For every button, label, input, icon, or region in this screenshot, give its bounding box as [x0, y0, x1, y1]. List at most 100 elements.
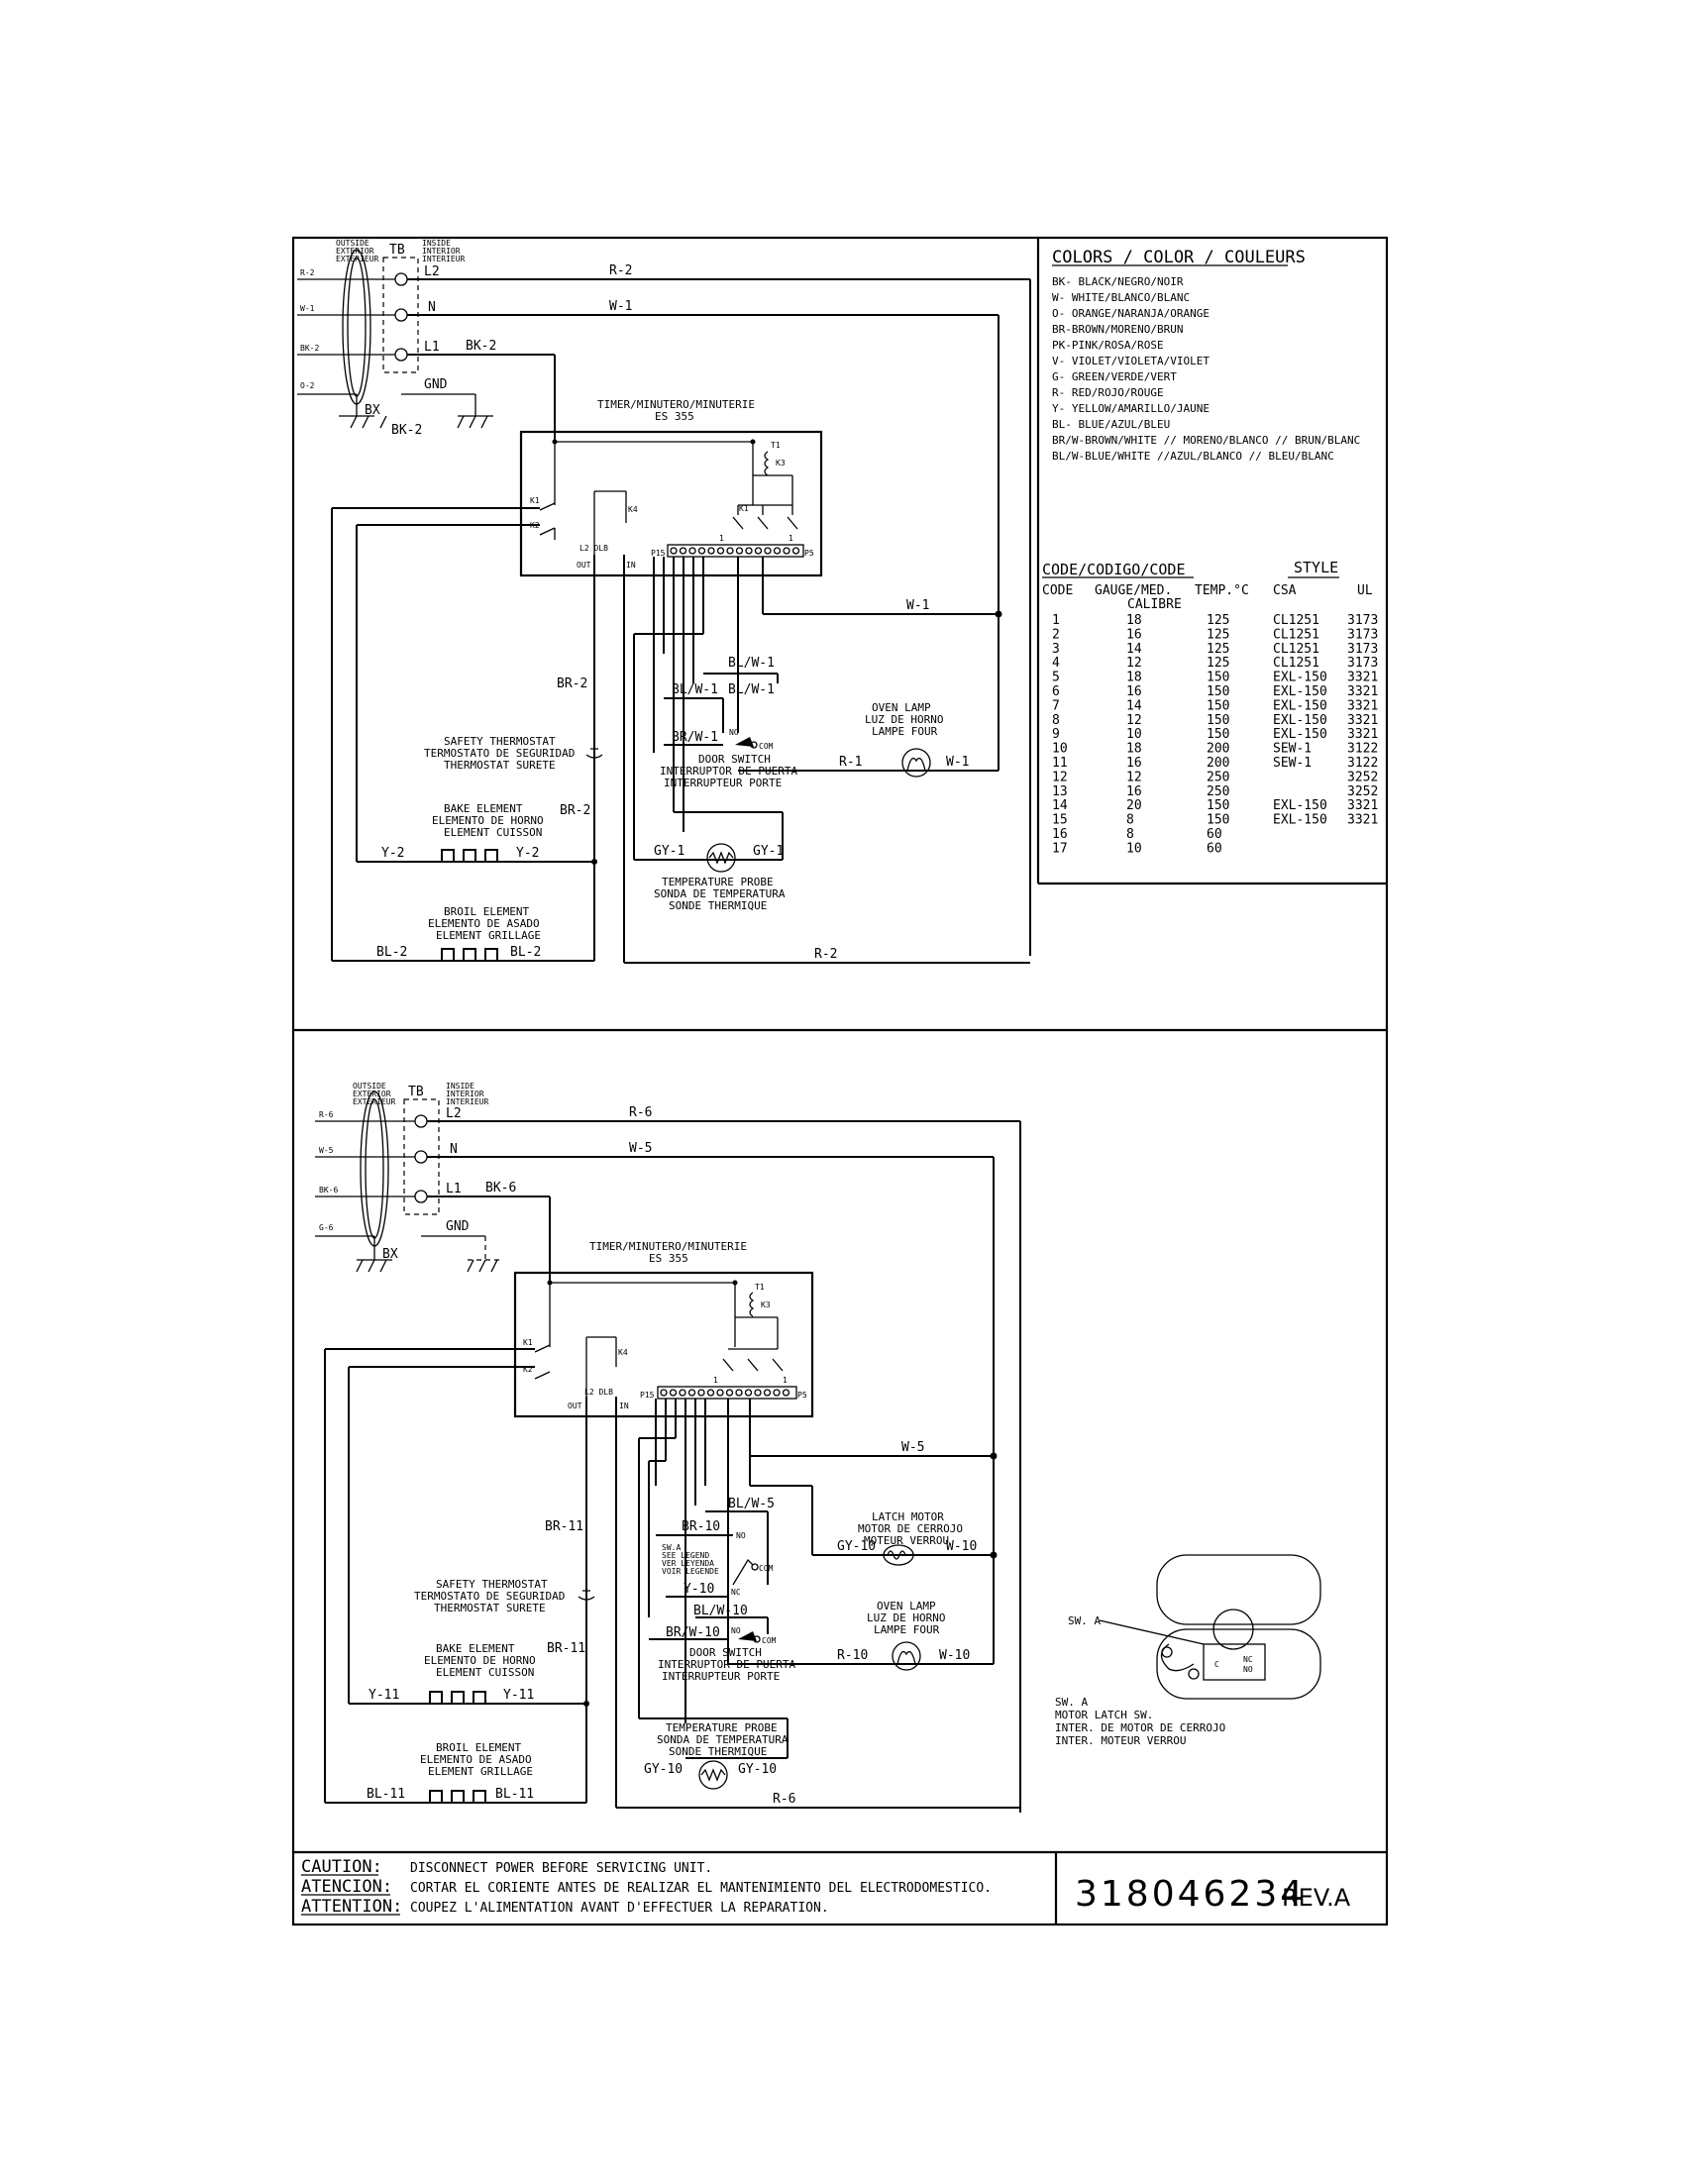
colors-legend: COLORS / COLOR / COULEURS BK- BLACK/NEGR…	[1052, 248, 1360, 463]
inside-label: INSIDE	[422, 239, 451, 248]
bottom-schematic: OUTSIDE EXTERIOR EXTERIEUR TB INSIDE INT…	[315, 1082, 1021, 1813]
code-table-cell: 8	[1052, 713, 1060, 728]
oven-lamp-bottom	[892, 1641, 921, 1671]
latch-cam-upper	[1156, 1554, 1321, 1625]
code-table-cell: 5	[1052, 671, 1060, 685]
terminal-l1	[414, 1190, 428, 1203]
code-table-cell: 9	[1052, 727, 1060, 742]
code-table-cell: SEW-1	[1273, 742, 1312, 757]
code-table-cell: 150	[1207, 813, 1229, 828]
code-table-cell: 16	[1126, 627, 1142, 642]
door-switch-label: INTERRUPTEUR PORTE	[664, 777, 782, 789]
connector-pins-bottom	[657, 1386, 797, 1400]
wire-bk6: BK-6	[485, 1181, 516, 1196]
latch-motor-body	[1212, 1609, 1254, 1650]
col-header-code: CODE	[1042, 583, 1073, 598]
no-label: NO	[1243, 1665, 1253, 1674]
color-item: BR/W-BROWN/WHITE // MORENO/BLANCO // BRU…	[1052, 434, 1360, 447]
connector-housing	[667, 544, 804, 558]
safety-thermostat-symbol	[585, 748, 603, 759]
temperature-probe-bottom	[698, 1760, 728, 1790]
style-title: STYLE	[1294, 559, 1338, 576]
wire-o-input: O-2	[300, 381, 315, 390]
atencion-text: CORTAR EL CORIENTE ANTES DE REALIZAR EL …	[410, 1881, 992, 1896]
code-table-cell: 3	[1052, 642, 1060, 657]
terminal-l1	[394, 348, 408, 362]
code-table-cell: SEW-1	[1273, 756, 1312, 771]
code-table-cell: 3173	[1347, 642, 1378, 657]
safety-thermostat-symbol	[578, 1590, 595, 1601]
tb-label: TB	[408, 1085, 424, 1099]
k2-label: K2	[523, 1365, 533, 1374]
code-table-cell: EXL-150	[1273, 727, 1327, 742]
bk-bottom-label: BK-2	[391, 423, 422, 438]
broil-element-symbol	[441, 948, 498, 962]
broil-element-label: BROIL ELEMENT	[444, 905, 529, 918]
wire-y2-a: Y-2	[381, 846, 404, 861]
code-table-cell: 16	[1052, 827, 1068, 842]
wire-blw1-c: BL/W-1	[728, 682, 775, 697]
code-table-cell: 17	[1052, 841, 1068, 856]
wire-gy10-latch: GY-10	[837, 1539, 876, 1554]
inside-label: INTERIOR	[446, 1090, 484, 1098]
code-table-cell: 12	[1126, 713, 1142, 728]
code-table-cell: 3122	[1347, 756, 1378, 771]
timer-module	[513, 1271, 814, 1418]
code-table-cell: 3252	[1347, 770, 1378, 784]
wire-gy10-b: GY-10	[738, 1762, 777, 1777]
outside-label: EXTERIEUR	[353, 1097, 396, 1106]
wire-brw10: BR/W-10	[666, 1625, 720, 1640]
c-label: C	[1214, 1660, 1219, 1669]
bake-element-symbol	[441, 849, 498, 863]
code-table-cell: 3321	[1347, 713, 1378, 728]
code-table-cell: 3321	[1347, 671, 1378, 685]
t1-label: T1	[755, 1283, 765, 1292]
safety-thermostat-label: TERMOSTATO DE SEGURIDAD	[424, 747, 575, 760]
p5-label: P5	[797, 1391, 807, 1400]
wire-br10: BR-10	[682, 1519, 720, 1534]
connector-pin	[716, 1389, 724, 1397]
connector-pin	[754, 1389, 762, 1397]
wire-gy1-b: GY-1	[753, 844, 784, 859]
connector-pin	[687, 1389, 696, 1397]
code-table: CODE/CODIGO/CODE STYLE CODE GAUGE/MED. C…	[1042, 559, 1378, 856]
code-table-cell: 2	[1052, 627, 1060, 642]
nc-label: NC	[1243, 1655, 1253, 1664]
com-label: COM	[759, 1564, 774, 1573]
color-item: PK-PINK/ROSA/ROSE	[1052, 339, 1164, 352]
wire-blw10: BL/W-10	[693, 1604, 748, 1618]
code-table-cell: 13	[1052, 784, 1068, 799]
code-table-cell: 1	[1052, 613, 1060, 628]
wire-bl2-b: BL-2	[510, 945, 541, 960]
bake-element-label: ELEMENT CUISSON	[444, 826, 542, 839]
door-switch-label: INTERRUPTOR DE PUERTA	[660, 765, 797, 778]
wire-r6-bottom: R-6	[773, 1792, 795, 1807]
outside-label: EXTERIEUR	[336, 255, 379, 263]
code-table-cell: 3321	[1347, 727, 1378, 742]
caution-label: CAUTION:	[301, 1857, 382, 1877]
inside-label: INTERIEUR	[422, 255, 466, 263]
latch-motor-label: LATCH MOTOR	[872, 1510, 944, 1523]
sw-note: SW.A	[662, 1543, 681, 1552]
code-table-cell: EXL-150	[1273, 798, 1327, 813]
probe-label: TEMPERATURE PROBE	[666, 1721, 778, 1734]
probe-label: SONDA DE TEMPERATURA	[657, 1733, 789, 1746]
broil-element-label: ELEMENTO DE ASADO	[420, 1753, 532, 1766]
color-item: O- ORANGE/NARANJA/ORANGE	[1052, 307, 1210, 320]
latch-legend: INTER. MOTEUR VERROU	[1055, 1734, 1186, 1747]
code-table-cell: 16	[1126, 784, 1142, 799]
probe-label: SONDE THERMIQUE	[669, 899, 767, 912]
wire-y2-b: Y-2	[516, 846, 539, 861]
wire-bl11-b: BL-11	[495, 1787, 534, 1802]
terminal-n	[394, 308, 408, 322]
wire-r2-bottom: R-2	[814, 947, 837, 962]
inside-label: INTERIEUR	[446, 1097, 489, 1106]
timer-model: ES 355	[649, 1252, 688, 1265]
inside-label: INTERIOR	[422, 247, 461, 256]
sw-note: VOIR LEGENDE	[662, 1567, 719, 1576]
connector-pin	[679, 1389, 686, 1397]
code-table-cell: 150	[1207, 713, 1229, 728]
k4-label: K4	[618, 1348, 628, 1357]
latch-motor-label: MOTEUR VERROU	[864, 1534, 949, 1547]
